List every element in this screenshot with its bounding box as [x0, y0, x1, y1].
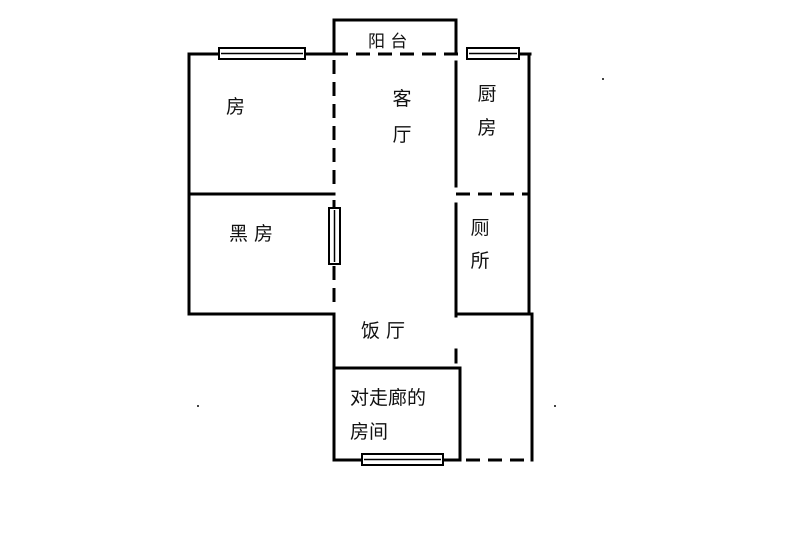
window-bedroom [218, 47, 306, 60]
label-living-room-1: 客 [392, 88, 412, 110]
label-corridor-room-2: 房间 [350, 421, 389, 443]
label-living-room-2: 厅 [392, 124, 412, 146]
label-corridor-room-1: 对走廊的 [350, 387, 427, 409]
stray-mark [554, 405, 556, 407]
stray-mark [197, 405, 199, 407]
label-toilet-1: 厕 [470, 217, 490, 239]
label-kitchen-1: 厨 [477, 83, 497, 105]
stray-mark [602, 78, 604, 80]
label-dark-room: 黑 房 [229, 223, 274, 245]
label-toilet-2: 所 [470, 250, 490, 272]
label-dining-room: 饭 厅 [361, 320, 406, 342]
window-dark-room [328, 207, 341, 265]
window-corridor-room [361, 453, 444, 466]
label-kitchen-2: 房 [477, 117, 497, 139]
label-bedroom: 房 [226, 96, 246, 118]
label-balcony: 阳 台 [368, 32, 408, 52]
window-kitchen [466, 47, 520, 60]
